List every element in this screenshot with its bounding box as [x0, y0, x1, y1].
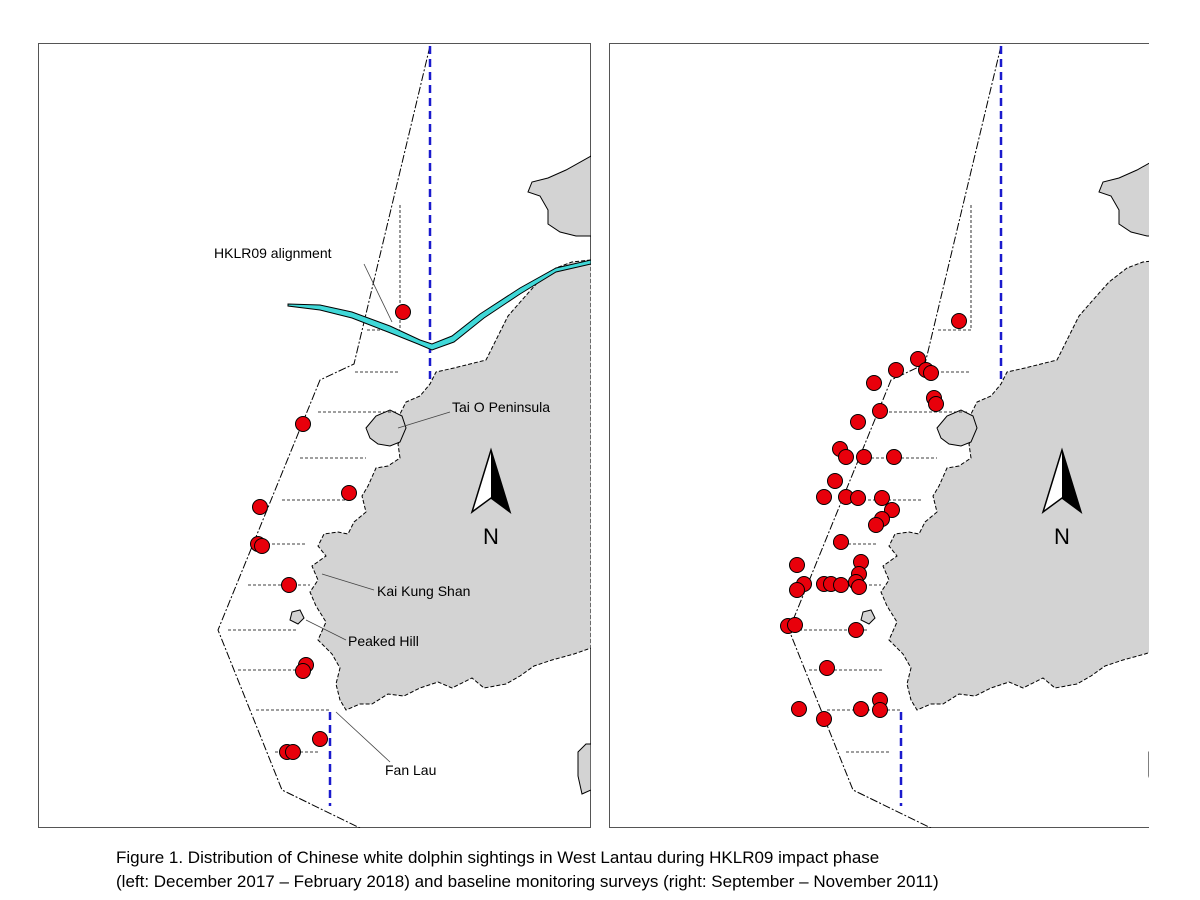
place-label: HKLR09 alignment: [214, 245, 332, 261]
sighting-point: [884, 502, 900, 518]
map-panel-right: N: [609, 43, 1162, 828]
sighting-point: [827, 473, 843, 489]
sighting-point: [853, 701, 869, 717]
sighting-point: [312, 731, 328, 747]
transect-inner: [936, 205, 972, 331]
sighting-point: [851, 579, 867, 595]
north-arrow-shade: [1062, 450, 1081, 512]
sighting-point: [888, 362, 904, 378]
sighting-point: [838, 449, 854, 465]
sighting-point: [252, 499, 268, 515]
land-lantau: [309, 259, 591, 711]
sighting-point: [872, 403, 888, 419]
sighting-point: [254, 538, 270, 554]
sighting-point: [833, 577, 849, 593]
sighting-point: [816, 489, 832, 505]
sighting-point: [395, 304, 411, 320]
north-label: N: [1054, 524, 1070, 549]
survey-boundary: [788, 45, 1002, 828]
sighting-point: [295, 663, 311, 679]
map-layer: N: [609, 43, 1149, 828]
north-label: N: [483, 524, 499, 549]
map-right-svg: N: [609, 43, 1149, 828]
sighting-point: [928, 396, 944, 412]
leader-line: [305, 619, 347, 641]
land-tai-o-island: [936, 409, 978, 447]
sighting-point: [872, 702, 888, 718]
sighting-point: [295, 416, 311, 432]
sighting-point: [816, 711, 832, 727]
sighting-point: [787, 617, 803, 633]
figure-caption: Figure 1. Distribution of Chinese white …: [116, 846, 1196, 894]
sighting-point: [886, 449, 902, 465]
land-south-right: [577, 743, 591, 795]
sighting-point: [850, 490, 866, 506]
sighting-point: [789, 582, 805, 598]
hklr09-alignment: [287, 259, 591, 351]
sighting-point: [856, 449, 872, 465]
land-lantau: [880, 260, 1149, 711]
sighting-point: [866, 375, 882, 391]
place-label: Kai Kung Shan: [377, 583, 470, 599]
leader-line: [321, 573, 375, 591]
place-label: Peaked Hill: [348, 633, 419, 649]
sighting-point: [819, 660, 835, 676]
survey-boundary: [217, 45, 431, 828]
sighting-point: [848, 622, 864, 638]
sighting-point: [791, 701, 807, 717]
leader-line: [363, 263, 393, 323]
sighting-point: [868, 517, 884, 533]
place-label: Tai O Peninsula: [452, 399, 550, 415]
land-north: [1098, 162, 1149, 237]
land-tai-o-island: [365, 409, 407, 447]
sighting-point: [281, 577, 297, 593]
transect-inner: [365, 205, 401, 331]
sighting-point: [789, 557, 805, 573]
land-north: [527, 155, 591, 237]
sighting-point: [923, 365, 939, 381]
north-arrow: N: [1041, 447, 1083, 549]
land-islet: [860, 609, 876, 625]
land-islet: [289, 609, 305, 625]
sighting-point: [285, 744, 301, 760]
sighting-point: [341, 485, 357, 501]
leader-line: [397, 411, 451, 429]
sighting-point: [850, 414, 866, 430]
sighting-point: [874, 490, 890, 506]
sighting-point: [833, 534, 849, 550]
sighting-point: [951, 313, 967, 329]
north-arrow-shade: [491, 450, 510, 512]
leader-line: [335, 711, 391, 763]
caption-line-2: (left: December 2017 – February 2018) an…: [116, 872, 939, 891]
north-arrow: N: [470, 447, 512, 549]
place-label: Fan Lau: [385, 762, 436, 778]
caption-line-1: Figure 1. Distribution of Chinese white …: [116, 848, 880, 867]
sighting-point: [910, 351, 926, 367]
